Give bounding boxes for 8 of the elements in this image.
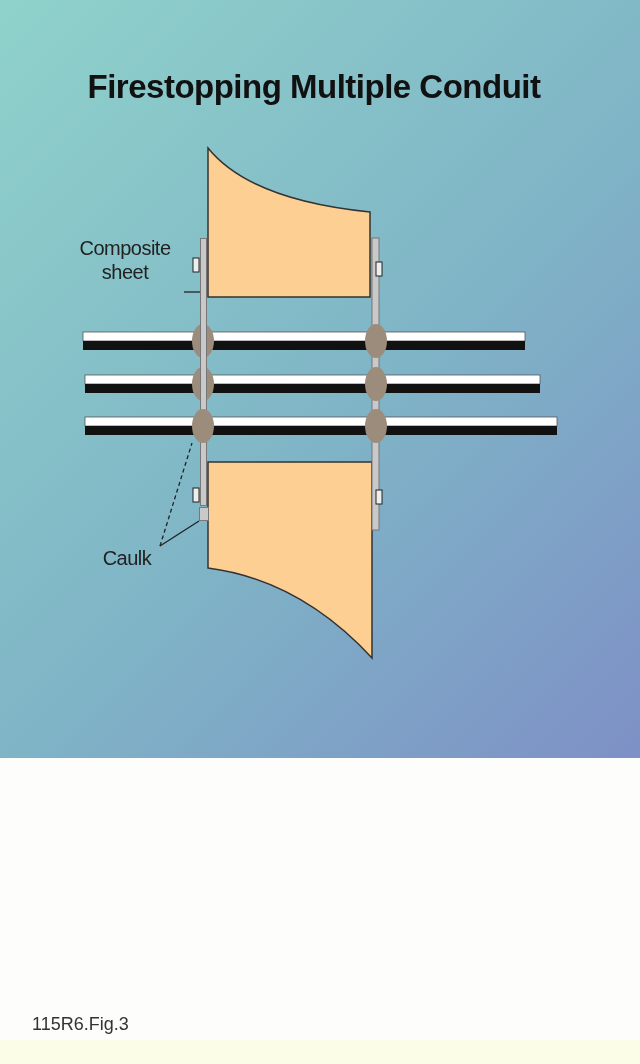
callout-label: Composite sheet xyxy=(66,236,184,292)
diagram-title: Firestopping Multiple Conduit xyxy=(86,68,542,106)
callout-label: Caulk xyxy=(94,546,160,572)
caulk-bead xyxy=(199,507,209,521)
leader-line xyxy=(183,291,201,293)
leader-line xyxy=(159,520,200,547)
figure-number: 115R6.Fig.3 xyxy=(32,1014,129,1035)
leader-line xyxy=(159,442,193,547)
